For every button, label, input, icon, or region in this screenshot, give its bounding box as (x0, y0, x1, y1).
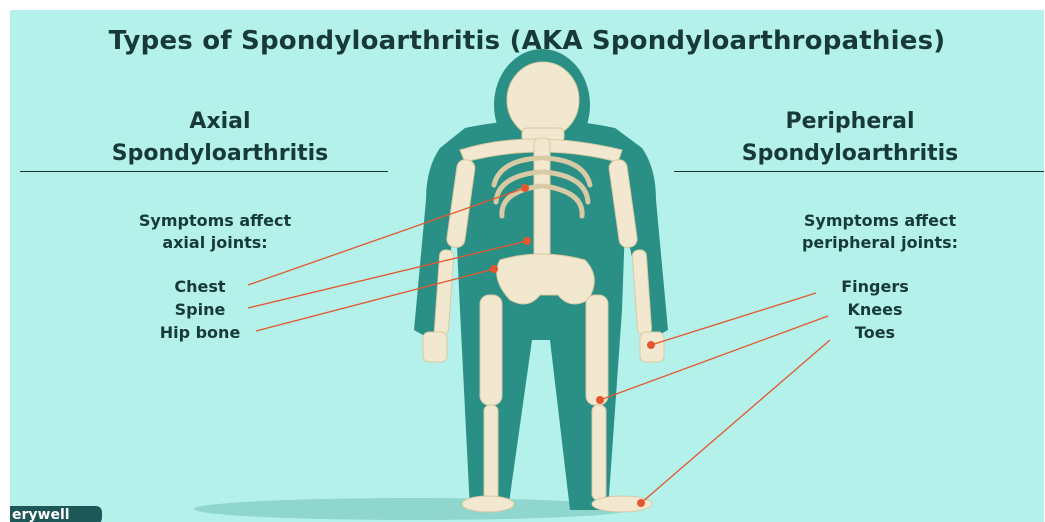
finger-marker (647, 341, 655, 349)
peripheral-heading: Peripheral Spondyloarthritis (670, 106, 1030, 170)
pointer-knees (600, 316, 828, 400)
peripheral-item-toes: Toes (800, 325, 950, 341)
peripheral-divider (674, 171, 1044, 172)
axial-item-spine: Spine (130, 302, 270, 318)
peripheral-symptoms-line2: peripheral joints: (730, 232, 1030, 254)
axial-item-hip-bone: Hip bone (130, 325, 270, 341)
skull (507, 62, 579, 138)
chest-marker (521, 184, 529, 192)
knee-marker (596, 396, 604, 404)
axial-heading-line2: Spondyloarthritis (60, 138, 380, 170)
axial-item-chest: Chest (130, 279, 270, 295)
peripheral-heading-line1: Peripheral (670, 106, 1030, 138)
pointer-hip (256, 269, 494, 331)
hip-marker (490, 265, 498, 273)
axial-symptoms-label: Symptoms affect axial joints: (70, 210, 360, 254)
pointer-fingers (651, 293, 816, 345)
axial-symptoms-line2: axial joints: (70, 232, 360, 254)
infographic-panel: Types of Spondyloarthritis (AKA Spondylo… (10, 10, 1044, 522)
brand-logo: erywell (10, 506, 102, 522)
pointer-toes (641, 340, 830, 503)
axial-divider (20, 171, 388, 172)
toe-marker (637, 499, 645, 507)
ground-shadow (194, 498, 634, 520)
axial-heading-line1: Axial (60, 106, 380, 138)
peripheral-symptoms-label: Symptoms affect peripheral joints: (730, 210, 1030, 254)
peripheral-item-fingers: Fingers (800, 279, 950, 295)
peripheral-item-knees: Knees (800, 302, 950, 318)
peripheral-symptoms-line1: Symptoms affect (730, 210, 1030, 232)
axial-heading: Axial Spondyloarthritis (60, 106, 380, 170)
spine-marker (523, 237, 531, 245)
axial-symptoms-line1: Symptoms affect (70, 210, 360, 232)
peripheral-heading-line2: Spondyloarthritis (670, 138, 1030, 170)
peripheral-pointers (600, 293, 830, 503)
page-title: Types of Spondyloarthritis (AKA Spondylo… (10, 28, 1044, 54)
skeleton-figure (10, 10, 1044, 522)
